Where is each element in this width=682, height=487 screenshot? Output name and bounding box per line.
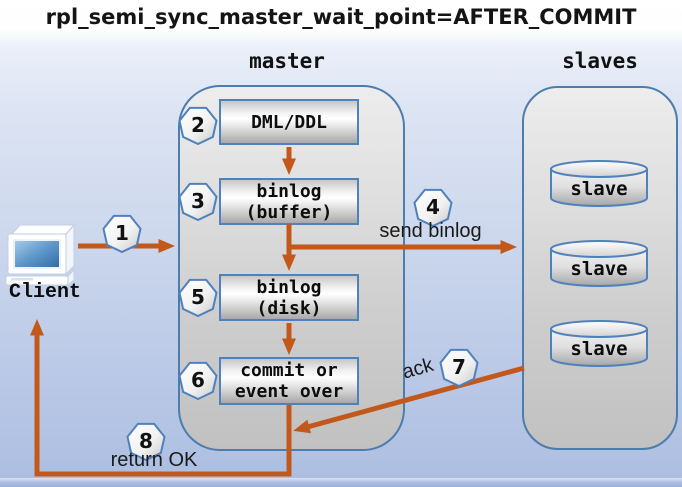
node-binlog-buffer: binlog (buffer) xyxy=(219,178,359,225)
page-title: rpl_semi_sync_master_wait_point=AFTER_CO… xyxy=(45,5,637,29)
node-dml-ddl-label: DML/DDL xyxy=(251,111,327,133)
node-binlog-buffer-label-line1: binlog xyxy=(256,180,322,202)
node-commit-event-over: commit or event over xyxy=(219,357,359,405)
slave-label: slave xyxy=(570,258,627,280)
step-badge-7: 7 xyxy=(439,348,479,387)
svg-text:7: 7 xyxy=(452,355,466,379)
node-binlog-disk: binlog (disk) xyxy=(219,274,359,321)
slave-label: slave xyxy=(570,178,627,200)
bottom-border-strip xyxy=(0,478,682,487)
node-commit-label-line2: event over xyxy=(234,381,344,402)
slaves-group-label: slaves xyxy=(562,49,638,73)
node-binlog-buffer-label-line2: (buffer) xyxy=(245,201,333,223)
svg-text:8: 8 xyxy=(139,429,153,453)
master-group-label: master xyxy=(249,49,325,73)
step-badge-4: 4 xyxy=(413,188,453,227)
return-ok-label: return OK xyxy=(110,449,198,471)
svg-text:6: 6 xyxy=(191,368,205,392)
step-badge-6: 6 xyxy=(178,361,218,400)
slave-label: slave xyxy=(570,338,627,360)
slave-database-cylinder: slave xyxy=(550,240,648,287)
svg-text:2: 2 xyxy=(191,113,205,137)
client-label: Client xyxy=(8,281,81,304)
node-binlog-disk-label-line2: (disk) xyxy=(256,297,322,319)
svg-text:4: 4 xyxy=(426,195,440,219)
step-badge-3: 3 xyxy=(178,182,218,221)
slave-database-cylinder: slave xyxy=(550,320,648,367)
step-badge-5: 5 xyxy=(178,278,218,317)
svg-text:1: 1 xyxy=(115,221,129,245)
client-computer-icon xyxy=(6,223,76,286)
node-dml-ddl: DML/DDL xyxy=(219,99,359,145)
svg-text:5: 5 xyxy=(191,285,205,309)
step-badge-1: 1 xyxy=(102,214,142,253)
node-binlog-disk-label-line1: binlog xyxy=(256,276,322,298)
send-binlog-label: send binlog xyxy=(379,220,482,242)
step-badge-8: 8 xyxy=(126,422,166,461)
step-badge-2: 2 xyxy=(178,106,218,145)
node-commit-label-line1: commit or xyxy=(240,360,338,381)
slave-database-cylinder: slave xyxy=(550,160,648,207)
svg-text:3: 3 xyxy=(191,189,205,213)
